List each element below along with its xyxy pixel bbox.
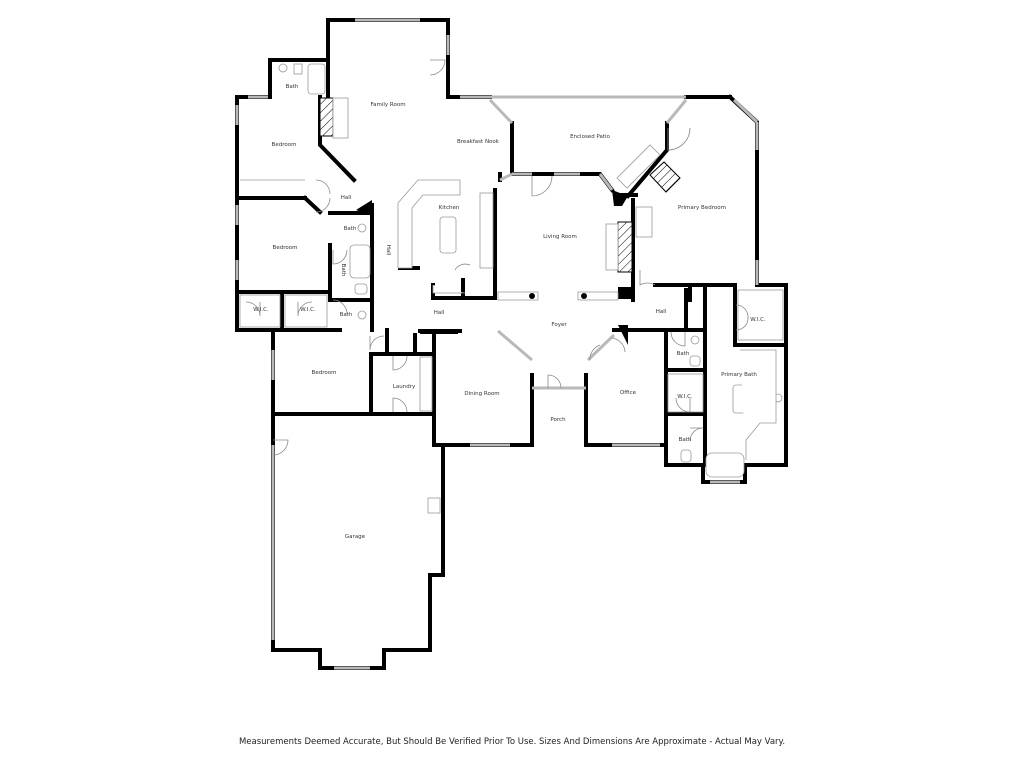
room-label-foyer: Foyer xyxy=(551,322,567,328)
room-label-bath-5: Bath xyxy=(679,437,692,443)
room-label-breakfast-nook: Breakfast Nook xyxy=(457,139,500,145)
family-room-fireplace xyxy=(319,97,334,137)
room-label-hall-vertical: Hall xyxy=(385,245,391,256)
room-label-bedroom-3: Bedroom xyxy=(312,370,337,376)
room-label-family-room: Family Room xyxy=(370,102,405,108)
room-label-hall-3: Hall xyxy=(656,309,667,315)
room-label-wic-1: W.I.C. xyxy=(253,307,269,313)
room-label-wic-primary: W.I.C. xyxy=(750,317,766,323)
room-label-laundry: Laundry xyxy=(393,384,416,390)
room-label-porch: Porch xyxy=(550,417,566,423)
doors xyxy=(245,59,749,456)
room-label-wic-2: W.I.C. xyxy=(300,307,316,313)
room-label-kitchen: Kitchen xyxy=(439,205,460,211)
room-label-hall-2: Hall xyxy=(434,310,445,316)
room-label-hall-1: Hall xyxy=(341,195,352,201)
fixtures xyxy=(239,63,784,478)
room-label-garage: Garage xyxy=(345,534,366,540)
room-label-bedroom-2: Bedroom xyxy=(273,245,298,251)
windows xyxy=(235,18,759,670)
room-label-bedroom-1: Bedroom xyxy=(272,142,297,148)
primary-bedroom-fireplace xyxy=(649,161,681,193)
room-label-primary-bedroom: Primary Bedroom xyxy=(678,205,726,211)
room-label-bath-2: Bath xyxy=(344,226,357,232)
room-label-bath-vertical: Bath xyxy=(340,264,346,277)
room-label-bath-top: Bath xyxy=(286,84,299,90)
room-label-primary-bath: Primary Bath xyxy=(721,372,757,378)
room-label-wic-3: W.I.C. xyxy=(677,394,693,400)
room-label-bath-3: Bath xyxy=(340,312,353,318)
room-label-office: Office xyxy=(620,390,637,396)
room-label-dining-room: Dining Room xyxy=(464,391,499,397)
room-label-living-room: Living Room xyxy=(543,234,577,240)
measurement-disclaimer: Measurements Deemed Accurate, But Should… xyxy=(238,737,786,747)
room-label-bath-4: Bath xyxy=(677,351,690,357)
room-label-enclosed-patio: Enclosed Patio xyxy=(570,134,610,140)
structural-elements xyxy=(319,97,681,514)
room-labels: Family Room Breakfast Nook Enclosed Pati… xyxy=(253,84,766,540)
living-room-fireplace xyxy=(617,221,633,273)
